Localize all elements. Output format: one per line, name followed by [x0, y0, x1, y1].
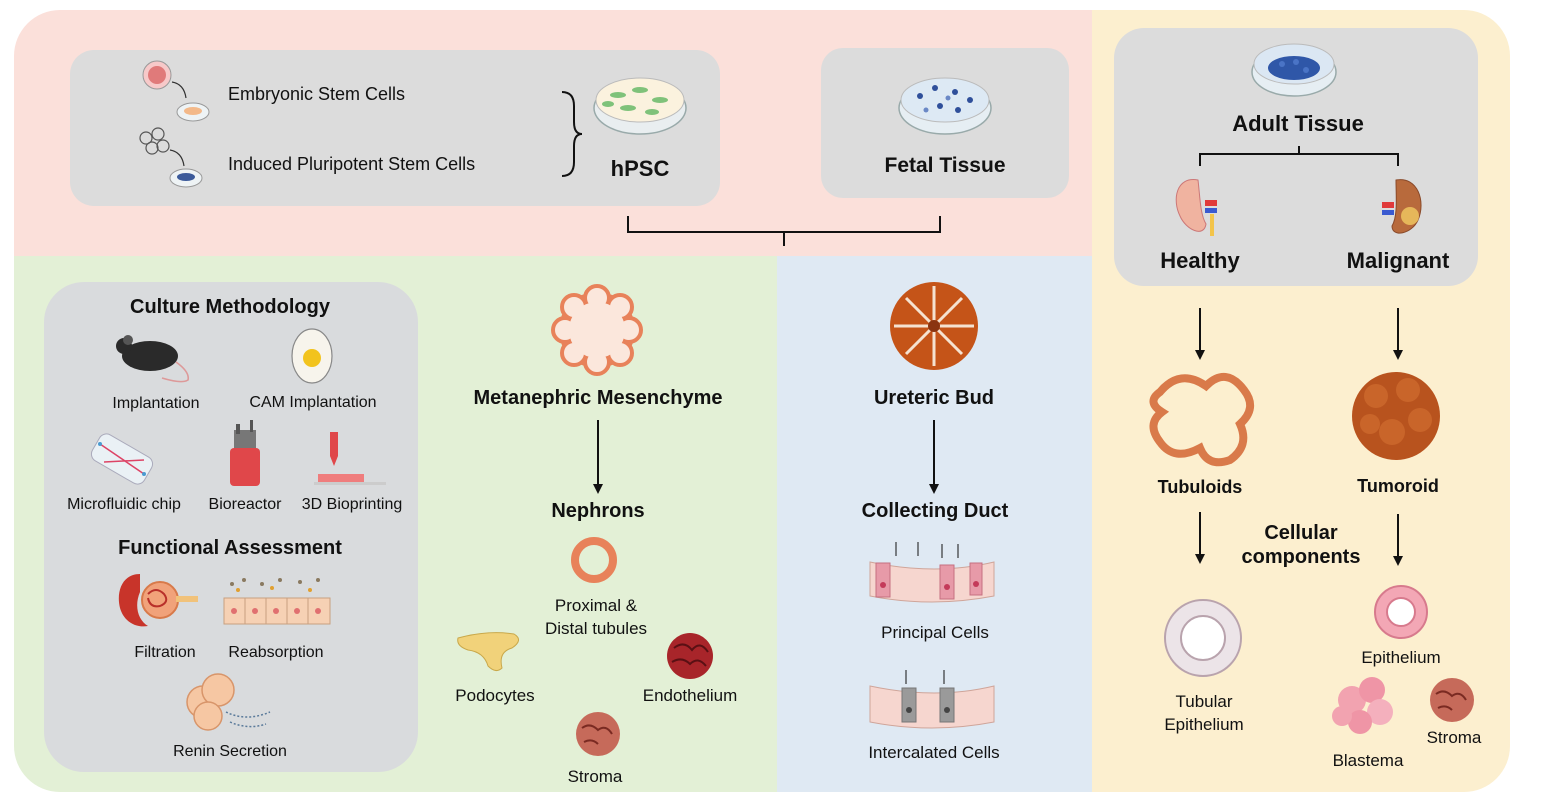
embryo-icon [142, 60, 210, 122]
mm-title: Metanephric Mesenchyme [473, 387, 723, 409]
brace-icon [561, 91, 583, 177]
healthy-kidney-icon [1175, 179, 1217, 236]
microfluidic-label: Microfluidic chip [67, 496, 181, 513]
tubules-label-1: Proximal & [554, 596, 638, 615]
hpsc-box [70, 50, 720, 206]
cam-label: CAM Implantation [249, 394, 377, 411]
podocytes-label: Podocytes [455, 686, 535, 705]
ipsc-label: Induced Pluripotent Stem Cells [228, 154, 476, 174]
blastema-label: Blastema [1332, 751, 1404, 770]
ub-title: Ureteric Bud [873, 387, 995, 409]
tubules-label-2: Distal tubules [544, 619, 648, 638]
ureteric-bud-icon [890, 282, 978, 370]
hpsc-label: hPSC [610, 156, 670, 181]
nephrons-label: Nephrons [551, 500, 645, 522]
cellular-label-1: Cellular [1264, 522, 1338, 544]
egg-icon [291, 328, 333, 384]
malignant-label: Malignant [1346, 248, 1450, 273]
implantation-label: Implantation [112, 395, 200, 412]
tubular-label-2: Epithelium [1164, 715, 1244, 734]
tubuloids-label: Tubuloids [1157, 477, 1243, 497]
renin-icon [186, 673, 271, 731]
adult-stroma-icon [1430, 678, 1474, 722]
mouse-icon [116, 335, 190, 383]
reabsorption-icon [223, 578, 331, 625]
filtration-icon [118, 574, 198, 627]
blastema-icon [1332, 677, 1393, 734]
microfluidic-chip-icon [90, 433, 154, 485]
functional-title: Functional Assessment [118, 537, 342, 559]
culture-box [44, 282, 418, 772]
malignant-kidney-icon [1382, 179, 1422, 234]
culture-title: Culture Methodology [130, 296, 330, 318]
source-bracket [627, 216, 941, 246]
embryonic-label: Embryonic Stem Cells [228, 84, 406, 104]
tubule-icon [571, 537, 617, 583]
tubular-label-1: Tubular [1175, 692, 1233, 711]
epithelium-label: Epithelium [1361, 648, 1441, 667]
stroma-label: Stroma [567, 767, 623, 786]
tumoroid-label: Tumoroid [1357, 476, 1439, 496]
reabsorption-label: Reabsorption [228, 644, 324, 661]
adult-bracket [1199, 146, 1399, 166]
principal-cells-label: Principal Cells [881, 623, 989, 642]
filtration-label: Filtration [134, 644, 196, 661]
tubuloid-icon [1149, 373, 1254, 467]
hpsc-dish-icon [593, 77, 687, 135]
bioreactor-label: Bioreactor [208, 496, 282, 513]
ipsc-icon [139, 127, 203, 188]
adult-tissue-label: Adult Tissue [1232, 111, 1364, 136]
principal-cells-icon [869, 542, 995, 603]
endothelium-label: Endothelium [642, 686, 738, 705]
bioprinter-icon [314, 432, 386, 485]
endothelium-icon [667, 633, 713, 679]
healthy-label: Healthy [1160, 248, 1240, 273]
mesenchyme-icon [551, 284, 643, 376]
adult-stroma-label: Stroma [1426, 728, 1482, 747]
intercalated-cells-label: Intercalated Cells [868, 743, 1000, 762]
bioprinting-label: 3D Bioprinting [301, 496, 403, 513]
stroma-icon [576, 712, 620, 756]
renin-label: Renin Secretion [173, 743, 287, 760]
fetal-tissue-label: Fetal Tissue [884, 154, 1006, 177]
fetal-dish-icon [898, 77, 992, 135]
intercalated-cells-icon [869, 670, 995, 729]
adult-dish-icon [1251, 43, 1337, 97]
cellular-label-2: components [1241, 546, 1361, 568]
tubular-epithelium-icon [1164, 599, 1242, 677]
malignant-epithelium-icon [1374, 585, 1428, 639]
tumoroid-icon [1352, 372, 1440, 460]
collecting-duct-label: Collecting Duct [861, 500, 1009, 522]
bioreactor-icon [230, 420, 260, 486]
podocyte-icon [457, 632, 519, 672]
